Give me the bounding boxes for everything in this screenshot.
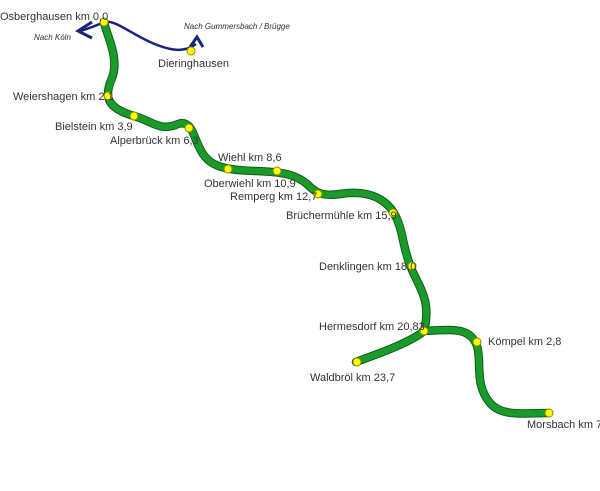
line-to-gummersbach	[103, 20, 197, 51]
station-wiehl-dot	[223, 164, 233, 174]
arrow-to-koeln	[74, 20, 93, 40]
station-dieringhausen-dot	[186, 46, 196, 56]
station-osberghausen-dot	[99, 17, 109, 27]
station-bruechermuehle-label: Brüchermühle km 15,9	[286, 210, 397, 222]
gummersbach-label: Nach Gummersbach / Brügge	[184, 22, 290, 31]
railway-line	[99, 17, 554, 418]
station-hermesdorf-label: Hermesdorf km 20,83	[319, 321, 425, 333]
station-koempel-dot	[472, 337, 482, 347]
station-bruechermuehle-dot	[388, 208, 398, 218]
morsbach-branch	[420, 326, 553, 417]
station-alperbrueck-dot	[184, 123, 194, 133]
station-morsbach-label: Morsbach km 7,1	[527, 419, 600, 431]
labels: Nach Köln Nach Gummersbach / Brügge Dier…	[0, 11, 600, 431]
station-waldbroel-dot	[352, 357, 362, 367]
station-weiershagen-label: Weiershagen km 2,1	[13, 91, 114, 103]
station-morsbach-dot	[544, 408, 554, 418]
station-bielstein-label: Bielstein km 3,9	[55, 121, 133, 133]
station-alperbrueck-label: Alperbrück km 6,3	[110, 135, 199, 147]
main-line	[100, 18, 430, 335]
station-osberghausen-label: Osberghausen km 0,0	[0, 11, 108, 23]
koeln-label: Nach Köln	[34, 33, 71, 42]
stations	[99, 17, 554, 418]
station-wiehl-label: Wiehl km 8,6	[218, 152, 282, 164]
waldbroel-branch	[352, 327, 428, 366]
station-denklingen-label: Denklingen km 18,0	[319, 261, 416, 273]
main-line-outline	[99, 17, 431, 336]
station-waldbroel-label: Waldbröl km 23,7	[310, 372, 395, 384]
station-oberwiehl-dot	[272, 166, 282, 176]
station-koempel-label: Kömpel km 2,8	[488, 336, 561, 348]
station-hermesdorf-dot	[419, 326, 429, 336]
dieringhausen-label: Dieringhausen	[158, 58, 229, 70]
arrow-to-gummersbach	[188, 34, 205, 48]
station-oberwiehl-label: Oberwiehl km 10,9	[204, 178, 296, 190]
connection-lines	[74, 20, 205, 51]
station-denklingen-dot	[407, 261, 417, 271]
station-weiershagen-dot	[103, 91, 113, 101]
station-remperg-dot	[313, 189, 323, 199]
station-bielstein-dot	[129, 111, 139, 121]
station-remperg-label: Remperg km 12,7	[230, 191, 317, 203]
